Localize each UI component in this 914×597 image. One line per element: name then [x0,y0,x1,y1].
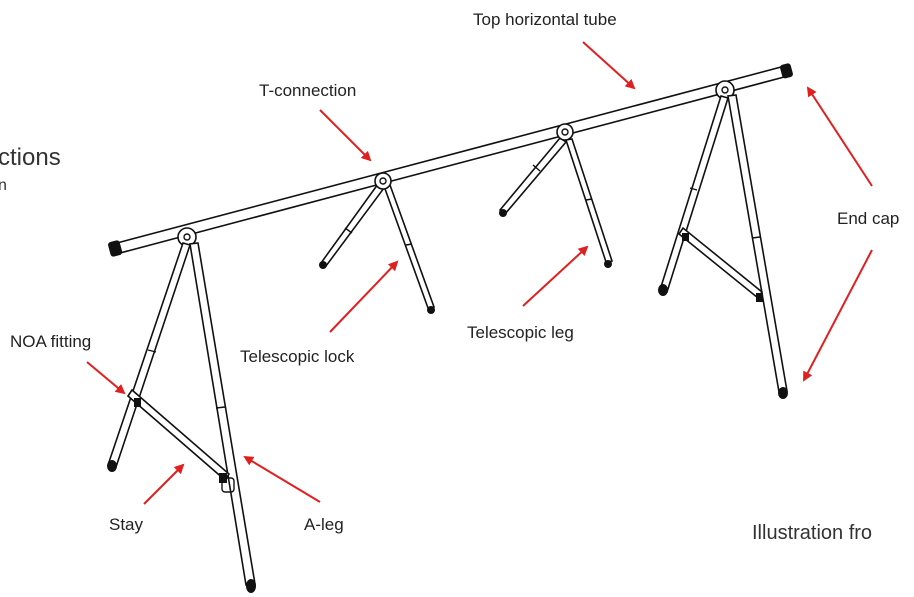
arrow-end-cap-down [803,249,873,382]
end-cap-left [108,240,123,257]
arrow-noa-fitting [86,361,126,395]
arrow-telescopic-lock [329,260,399,333]
arrow-telescopic-leg [522,245,589,307]
arrow-t-connection [319,109,372,162]
left-heading-second-line: n [0,177,7,194]
annotation-arrows [86,41,873,505]
a-frame-left [106,242,256,593]
back-a-frame-middle [498,136,614,268]
stay-left [126,388,231,482]
back-a-frame-second [319,182,436,314]
arrow-top-tube [582,41,636,90]
noa-fitting-left [134,398,141,407]
label-telescopic-lock: Telescopic lock [240,347,355,366]
label-end-cap: End cap [837,209,899,228]
caption-text: Illustration fro [752,522,872,544]
arrow-end-cap-up [806,86,873,187]
t-connections [177,80,735,247]
label-noa-fitting: NOA fitting [10,332,91,351]
top-horizontal-tube [108,63,793,257]
arrow-a-leg [243,455,321,503]
label-t-connection: T-connection [259,81,356,100]
label-top-horizontal-tube: Top horizontal tube [473,10,617,29]
end-cap-right [780,63,793,79]
label-telescopic-leg: Telescopic leg [467,323,574,342]
label-a-leg: A-leg [304,515,344,534]
label-stay: Stay [109,515,144,534]
a-frame-right [658,94,788,399]
arrow-stay [143,463,185,505]
left-heading-text: ctions [0,144,61,171]
stay-right [677,226,764,300]
